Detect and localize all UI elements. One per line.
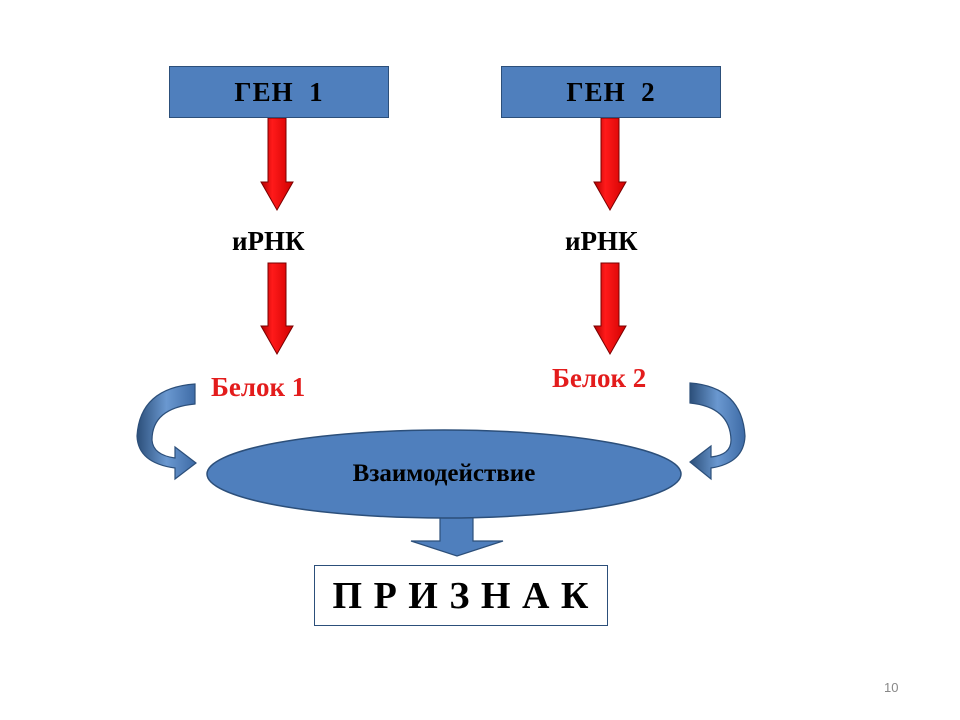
curved-arrow-right <box>689 382 746 481</box>
gene-2-box: ГЕН 2 <box>501 66 721 118</box>
mrna-2-label: иРНК <box>565 226 638 256</box>
interaction-ellipse <box>206 429 682 519</box>
gene-1-label: ГЕН 1 <box>234 76 324 107</box>
trait-label: П Р И З Н А К <box>332 574 590 617</box>
protein-1-label: Белок 1 <box>211 372 306 402</box>
mrna-1-label: иРНК <box>232 226 305 256</box>
arrow-gene2-to-mrna2 <box>593 117 627 212</box>
trait-box: П Р И З Н А К <box>314 565 608 626</box>
gene-2-label: ГЕН 2 <box>566 76 656 107</box>
arrow-mrna2-to-protein2 <box>593 262 627 356</box>
curved-arrow-left <box>136 383 197 481</box>
page-number: 10 <box>884 680 899 695</box>
arrow-gene1-to-mrna1 <box>260 117 294 212</box>
arrow-mrna1-to-protein1 <box>260 262 294 356</box>
interaction-label: Взаимодействие <box>352 460 536 487</box>
gene-1-box: ГЕН 1 <box>169 66 389 118</box>
protein-2-label: Белок 2 <box>552 363 647 393</box>
